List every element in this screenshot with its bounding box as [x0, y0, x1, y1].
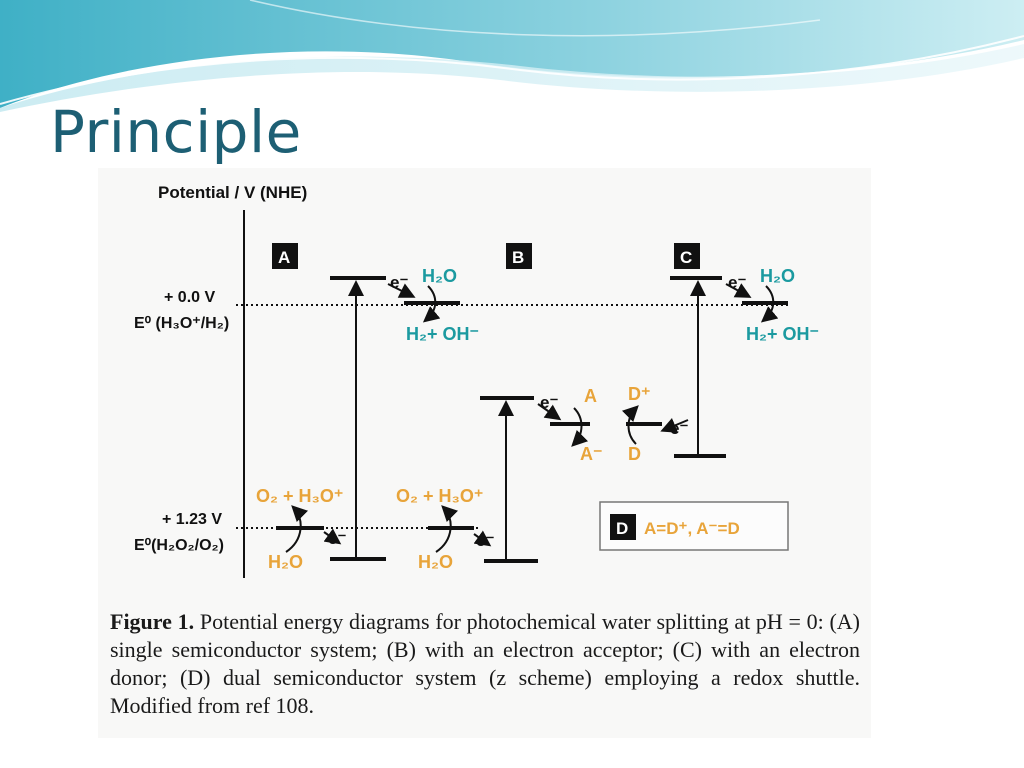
panel-a-oxidation-curve [285, 505, 309, 553]
panel-a-reduction-curve [422, 285, 441, 323]
panel-c-electron-transfer-arrow [725, 283, 752, 298]
figure-panel: Potential / V (NHE) + 0.0 V E⁰ (H₃O⁺/H₂)… [98, 168, 871, 738]
panel-c-donor-in: D⁺ [628, 384, 651, 404]
panel-b-acceptor-curve [571, 407, 589, 447]
axis-title: Potential / V (NHE) [158, 183, 307, 202]
panel-b-electron-cb: e⁻ [540, 393, 558, 412]
panel-b-acceptor-out: A⁻ [580, 444, 603, 464]
panel-c-reduction-curve [760, 285, 779, 323]
panel-a-reduction-out: H₂+ OH⁻ [406, 324, 479, 344]
panel-b-tag-box [506, 243, 532, 269]
panel-a-oxidation-out: O₂ + H₃O⁺ [256, 486, 343, 506]
panel-d-tag: D [616, 519, 628, 538]
panel-a-oxidation-in: H₂O [268, 552, 303, 572]
panel-a-electron-vb: e⁻ [328, 529, 346, 548]
panel-a-hole-arrow [323, 528, 342, 545]
level-o2-value: + 1.23 V [162, 511, 222, 528]
panel-b-electron-transfer-arrow [537, 403, 562, 421]
panel-a-tag-box [272, 243, 298, 269]
header-banner-waves [0, 0, 1024, 112]
panel-b-oxidation-curve [435, 505, 459, 553]
panel-b-tag: B [512, 248, 524, 267]
panel-c-tag: C [680, 248, 692, 267]
panel-c-donor-out: D [628, 444, 641, 464]
level-o2-couple: E⁰(H₂O₂/O₂) [134, 537, 224, 554]
panel-a-tag: A [278, 248, 290, 267]
panel-c-reduction-out: H₂+ OH⁻ [746, 324, 819, 344]
panel-a-electron-transfer-arrow [387, 283, 416, 298]
panel-b-acceptor-in: A [584, 386, 597, 406]
caption-label: Figure 1. [110, 609, 195, 634]
panel-d-relation: A=D⁺, A⁻=D [644, 519, 740, 538]
panel-b-electron-vb: e⁻ [476, 531, 494, 550]
panel-c-tag-box [674, 243, 700, 269]
panel-b-oxidation-in: H₂O [418, 552, 453, 572]
panel-c-donor-curve [621, 405, 639, 445]
caption-text: Potential energy diagrams for photochemi… [110, 609, 860, 718]
panel-d-tag-box [610, 514, 636, 540]
panel-c-reduction-in: H₂O [760, 266, 795, 286]
panel-c-electron-to-vb-arrow [660, 418, 689, 433]
panel-a-reduction-in: H₂O [422, 266, 457, 286]
panel-b-oxidation-out: O₂ + H₃O⁺ [396, 486, 483, 506]
potential-energy-diagram: Potential / V (NHE) + 0.0 V E⁰ (H₃O⁺/H₂)… [134, 183, 819, 578]
level-h2-couple: E⁰ (H₃O⁺/H₂) [134, 315, 229, 332]
level-h2-value: + 0.0 V [164, 289, 215, 306]
slide-title: Principle [50, 98, 302, 166]
panel-b-hole-arrow [473, 530, 492, 547]
figure-caption: Figure 1. Potential energy diagrams for … [110, 608, 860, 720]
